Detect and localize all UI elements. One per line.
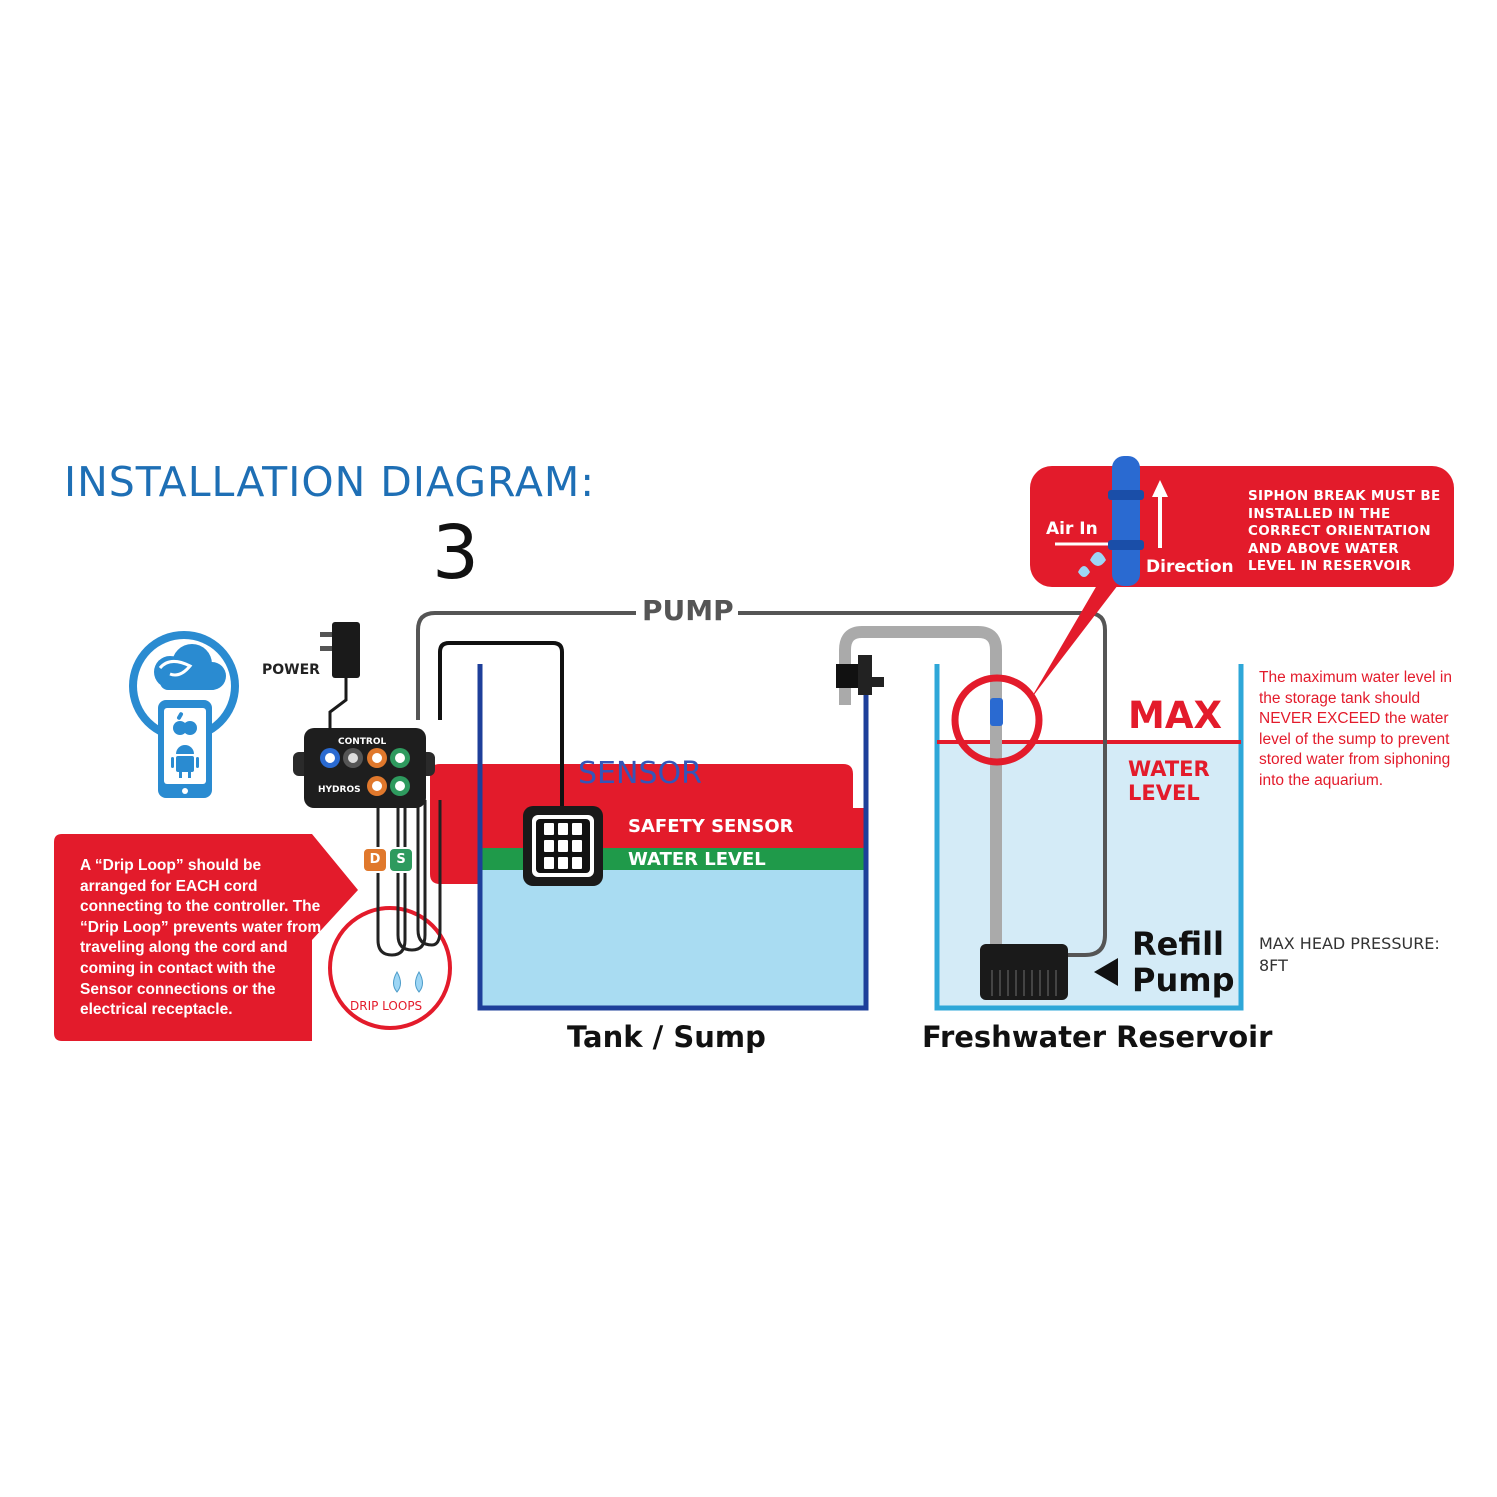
apple-icon: [173, 712, 197, 735]
max-water-level-label: WATER LEVEL: [1128, 757, 1210, 805]
controller-control-text: CONTROL: [338, 737, 387, 747]
badge-d: D: [362, 847, 388, 873]
tank-label: Tank / Sump: [567, 1020, 766, 1054]
air-in-label: Air In: [1046, 519, 1098, 539]
water-level-sensor: [523, 806, 603, 886]
siphon-pointer: [1030, 580, 1118, 700]
pump-line-label: PUMP: [638, 594, 738, 627]
power-label: POWER: [262, 662, 320, 678]
tube-clip-bracket: [858, 655, 872, 695]
controller-brand-text: HYDROS: [318, 785, 361, 795]
max-label: MAX: [1128, 694, 1222, 737]
reservoir-label: Freshwater Reservoir: [922, 1020, 1273, 1054]
diagram-number: 3: [432, 510, 480, 596]
siphon-valve-illustration: [1055, 456, 1144, 586]
arrow-up-icon: [1152, 480, 1168, 548]
head-pressure-note: MAX HEAD PRESSURE: 8FT: [1259, 934, 1440, 975]
water-drop-icon: [415, 971, 423, 993]
sensor-label: SENSOR: [578, 756, 702, 791]
direction-label: Direction: [1146, 557, 1234, 577]
refill-pump: [980, 944, 1068, 1000]
controller-cables: [376, 800, 442, 957]
water-drop-icon: [393, 971, 401, 993]
controller-unit: [293, 728, 435, 808]
siphon-break-note: SIPHON BREAK MUST BE INSTALLED IN THE CO…: [1248, 488, 1441, 574]
power-adapter-icon: [320, 622, 360, 730]
refill-pump-label: Refill Pump: [1132, 925, 1235, 999]
reservoir-outline: [934, 664, 1244, 1011]
drip-loops-label: DRIP LOOPS: [350, 999, 423, 1013]
tube-clip: [836, 664, 858, 688]
refill-tube: [839, 626, 1002, 945]
safety-sensor-label: SAFETY SENSOR: [628, 816, 794, 837]
siphon-break-valve: [990, 698, 1003, 726]
drip-loop-note: A “Drip Loop” should be arranged for EAC…: [80, 857, 322, 1019]
drip-loop-callout: [54, 834, 358, 1041]
max-level-note: The maximum water level in the storage t…: [1259, 669, 1452, 789]
android-icon: [171, 745, 199, 778]
badge-s: S: [388, 847, 414, 873]
tank-outline: [477, 664, 869, 1011]
sensor-cable: [438, 641, 564, 818]
arrow-left-icon: [1094, 958, 1118, 986]
siphon-zoom-circle: [951, 674, 1043, 766]
diagram-title: INSTALLATION DIAGRAM:: [64, 458, 596, 506]
tank-water: [480, 870, 866, 1008]
water-level-label: WATER LEVEL: [628, 849, 766, 870]
